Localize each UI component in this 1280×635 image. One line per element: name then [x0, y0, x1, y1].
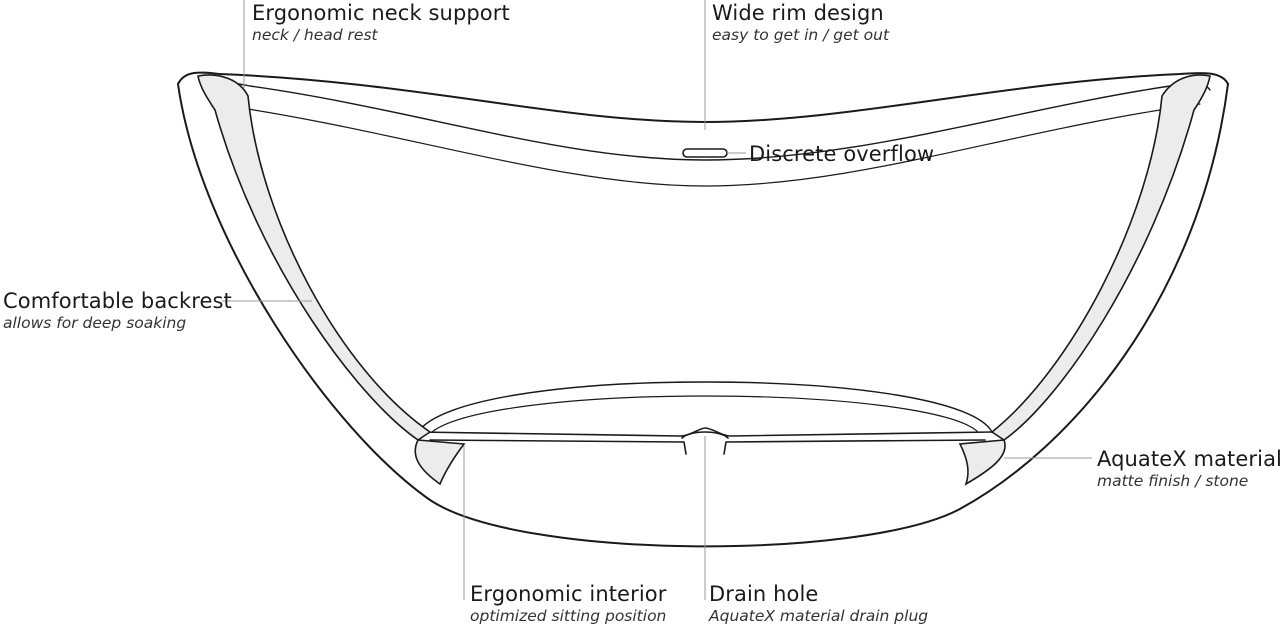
label-rim: Wide rim design easy to get in / get out — [712, 1, 889, 45]
label-drain-subtitle: AquateX material drain plug — [709, 607, 929, 625]
label-rim-subtitle: easy to get in / get out — [712, 26, 890, 44]
label-backrest-title: Comfortable backrest — [3, 289, 232, 313]
label-material-subtitle: matte finish / stone — [1097, 472, 1249, 490]
overflow-slot-icon — [682, 148, 728, 158]
label-drain-title: Drain hole — [709, 582, 819, 606]
label-drain: Drain hole AquateX material drain plug — [709, 582, 928, 626]
tub-rim-top — [177, 71, 1229, 123]
label-material-title: AquateX material — [1097, 447, 1280, 471]
tub-right-wall-lower — [958, 439, 1006, 486]
tub-right-wall-section — [991, 74, 1211, 441]
tub-floor-rim — [417, 381, 993, 433]
tub-floor-rim-inner — [431, 395, 979, 433]
tub-rim-inner-2 — [214, 103, 1201, 187]
label-interior-subtitle: optimized sitting position — [470, 607, 667, 625]
tub-floor-section-under — [429, 439, 986, 455]
tub-rim-inner — [204, 81, 1211, 161]
label-interior: Ergonomic interior optimized sitting pos… — [470, 582, 666, 626]
drain-hole-shape — [681, 431, 729, 439]
label-interior-title: Ergonomic interior — [470, 582, 667, 606]
label-material: AquateX material matte finish / stone — [1097, 447, 1280, 491]
label-backrest: Comfortable backrest allows for deep soa… — [3, 289, 232, 333]
label-overflow-title: Discrete overflow — [749, 142, 935, 166]
label-neck-support-subtitle: neck / head rest — [252, 26, 378, 44]
label-overflow: Discrete overflow — [749, 142, 934, 166]
label-backrest-subtitle: allows for deep soaking — [3, 314, 187, 332]
tub-left-wall-section — [197, 74, 431, 441]
label-neck-support-title: Ergonomic neck support — [252, 1, 510, 25]
label-neck-support: Ergonomic neck support neck / head rest — [252, 1, 510, 45]
tub-left-wall-lower — [414, 439, 466, 486]
label-rim-title: Wide rim design — [712, 1, 884, 25]
